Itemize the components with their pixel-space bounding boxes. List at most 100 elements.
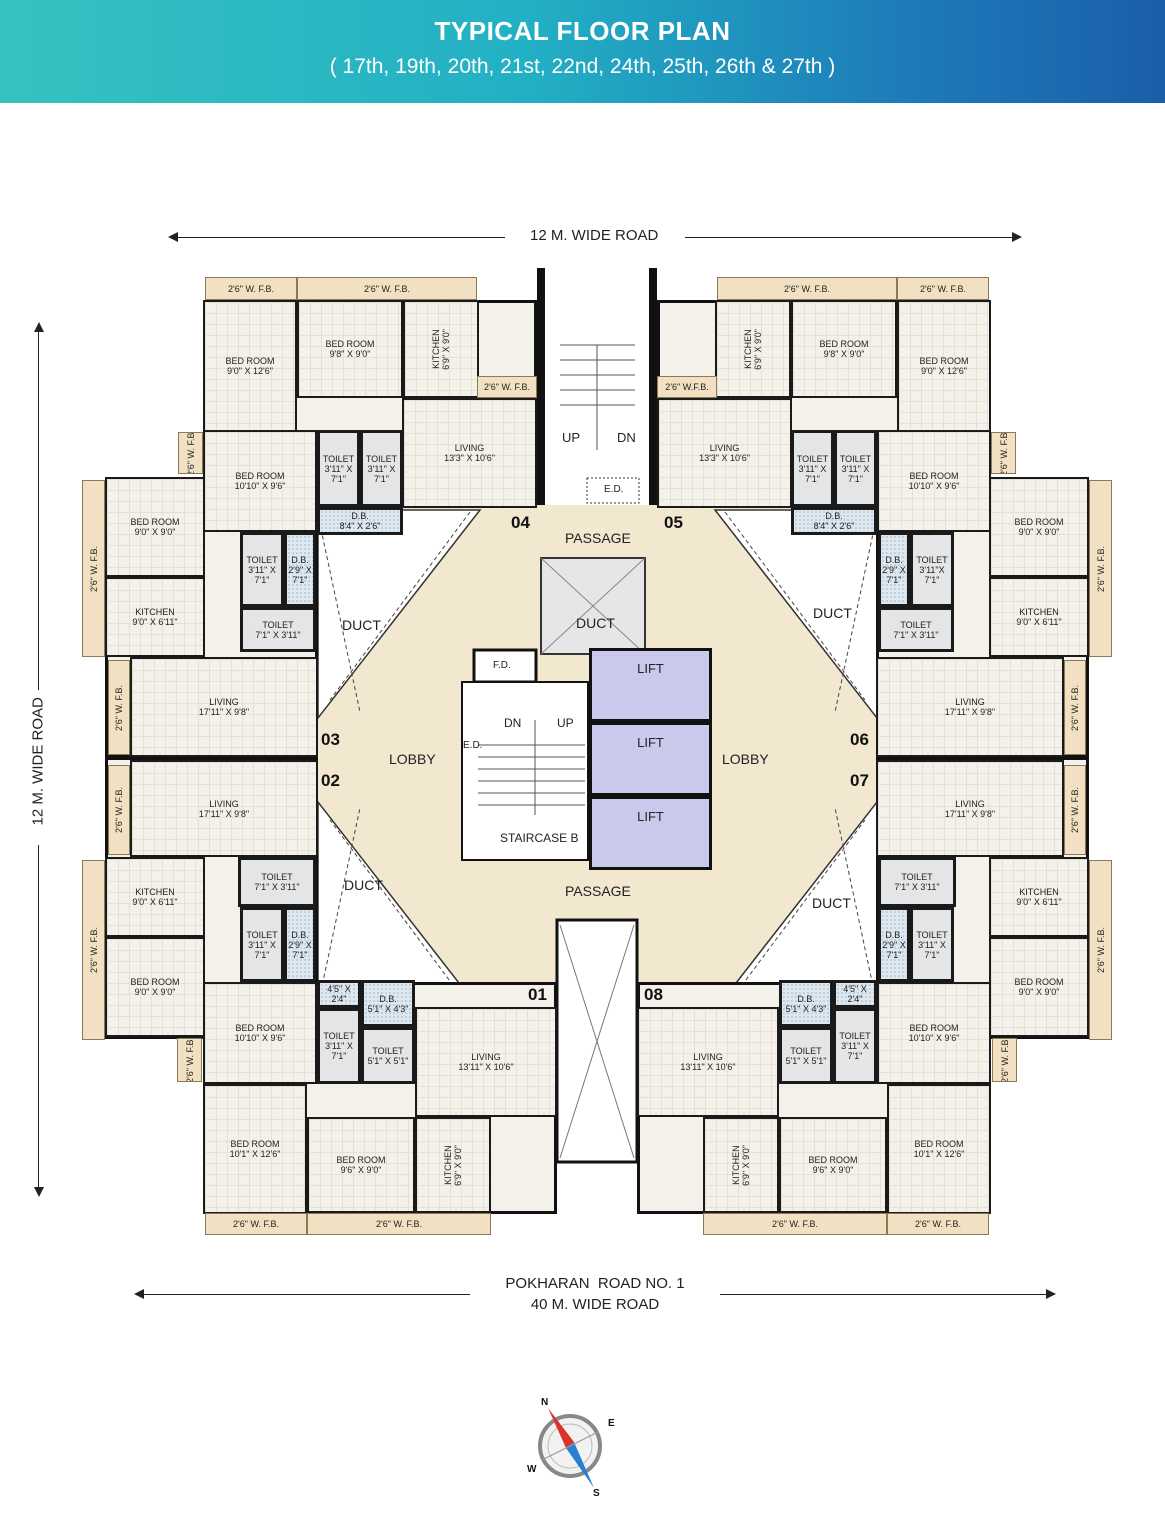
room-name: 2'6" W. F.B. (228, 283, 274, 294)
room-label: 2'6" W. F.B. (233, 1219, 279, 1229)
compass-west: W (527, 1464, 537, 1475)
room-name: D.B. (291, 929, 309, 940)
flat-02-flower-bed: 2'6" W. F.B. (108, 765, 130, 855)
room-name: D.B. (885, 554, 903, 565)
room-label: D.B.2'9" X 7'1" (287, 930, 313, 960)
room-dimensions: 3'11" X 7'1" (918, 939, 946, 960)
flat-01-flower-bed: 2'6" W. F.B. (205, 1213, 307, 1235)
arrowhead-down (34, 1187, 44, 1197)
room-name: TOILET (790, 1045, 822, 1056)
bottom-road-width: 40 M. WIDE ROAD (530, 1296, 660, 1313)
road-arrow-bottom-right (720, 1294, 1050, 1295)
electric-duct-label: E.D. (463, 740, 483, 751)
room-label: 2'6" W. F.B. (185, 1039, 195, 1081)
room-dimensions: 10'10" X 9'6" (234, 481, 286, 491)
room-name: TOILET (839, 453, 872, 464)
flat-08-flower-bed: 2'6" W. F.B. (703, 1213, 887, 1235)
room-dimensions: 6'9" X 9'0" (741, 1144, 751, 1186)
fire-duct-label: F.D. (493, 660, 511, 671)
room-dimensions: 2'9" X 7'1" (882, 564, 906, 585)
room-dimensions: 9'8" X 9'0" (329, 349, 371, 359)
room-dimensions: 3'11" X 7'1" (841, 463, 870, 484)
flat-08-flower-bed: 2'6" W. F.B. (887, 1213, 989, 1235)
room-name: LIVING (454, 443, 485, 453)
room-dimensions: 13'11" X 10'6" (680, 1062, 736, 1072)
flat-05-flower-bed: 2'6" W. F.B. (991, 432, 1016, 474)
room-dimensions: 17'11" X 9'8" (198, 707, 250, 717)
room-dimensions: 10'1" X 12'6" (229, 1149, 281, 1159)
stair-b-down-label: DN (504, 716, 522, 730)
flat-06-flower-bed: 2'6" W. F.B. (1089, 480, 1112, 657)
room-label: 2'6" W. F.B. (915, 1219, 961, 1229)
room-dimensions: 7'1" X 3'11" (893, 629, 939, 640)
room-name: TOILET (900, 619, 932, 630)
flat-04-flower-bed: 2'6" W. F.B. (205, 277, 297, 300)
room-dimensions: 9'0" X 6'11" (132, 617, 178, 627)
room-name: TOILET (916, 929, 948, 940)
room-dimensions: 9'0" X 9'0" (134, 527, 176, 537)
lift-label: LIFT (637, 809, 664, 824)
room-label: 2'6" W. F.B. (89, 927, 99, 973)
flat-05-d-b: D.B.8'4" X 2'6" (791, 507, 877, 535)
room-dimensions: 3'11" X 7'1" (798, 463, 827, 484)
room-dimensions: 6'9" X 9'0" (453, 1144, 463, 1186)
flat-05-flower-bed: 2'6" W. F.B. (897, 277, 989, 300)
page-title: TYPICAL FLOOR PLAN (434, 16, 731, 46)
room-dimensions: 3'11"X 7'1" (919, 564, 945, 585)
room-dimensions: 3'11" X 7'1" (325, 1041, 353, 1061)
flat-02-flower-bed: 2'6" W. F.B. (82, 860, 105, 1040)
room-name: TOILET (365, 453, 398, 464)
stair-up-label: UP (562, 430, 581, 445)
flat-06-flower-bed: 2'6" W. F.B. (1064, 660, 1086, 755)
room-label: 2'6" W. F.B. (772, 1219, 818, 1229)
room-name: TOILET (372, 1045, 404, 1056)
room-name: BED ROOM (1014, 977, 1064, 987)
room-name: 2'6" W. F.B. (915, 1219, 961, 1229)
room-dimensions: 10'1" X 12'6" (913, 1149, 965, 1159)
room-dimensions: 3'11" X 7'1" (367, 463, 396, 484)
room-name: 2'6" W. F.B. (233, 1219, 279, 1229)
flat-06-d-b: D.B.2'9" X 7'1" (878, 532, 910, 607)
room-label: 2'6" W. F.B. (114, 787, 124, 833)
room-name: D.B. (379, 993, 397, 1004)
room-name: LIVING (709, 443, 740, 453)
compass-north-needle (548, 1408, 574, 1448)
room-name: TOILET (796, 453, 829, 464)
room-name: BED ROOM (235, 471, 285, 481)
flat-07-flower-bed: 2'6" W. F.B. (1064, 765, 1086, 855)
room-name: BED ROOM (130, 977, 180, 987)
electric-duct-label: E.D. (604, 484, 624, 495)
room-name: BED ROOM (919, 356, 969, 366)
flat-04-d-b: D.B.8'4" X 2'6" (317, 507, 403, 535)
passage-bottom-label: PASSAGE (565, 883, 631, 899)
road-arrow-left-vertical (38, 330, 39, 690)
room-label: 2'6" W. F.B. (920, 284, 966, 294)
flat-05-flower-bed: 2'6" W.F.B. (657, 376, 717, 398)
flat-04-flower-bed: 2'6" W. F.B. (297, 277, 477, 300)
room-name: TOILET (839, 1031, 871, 1041)
